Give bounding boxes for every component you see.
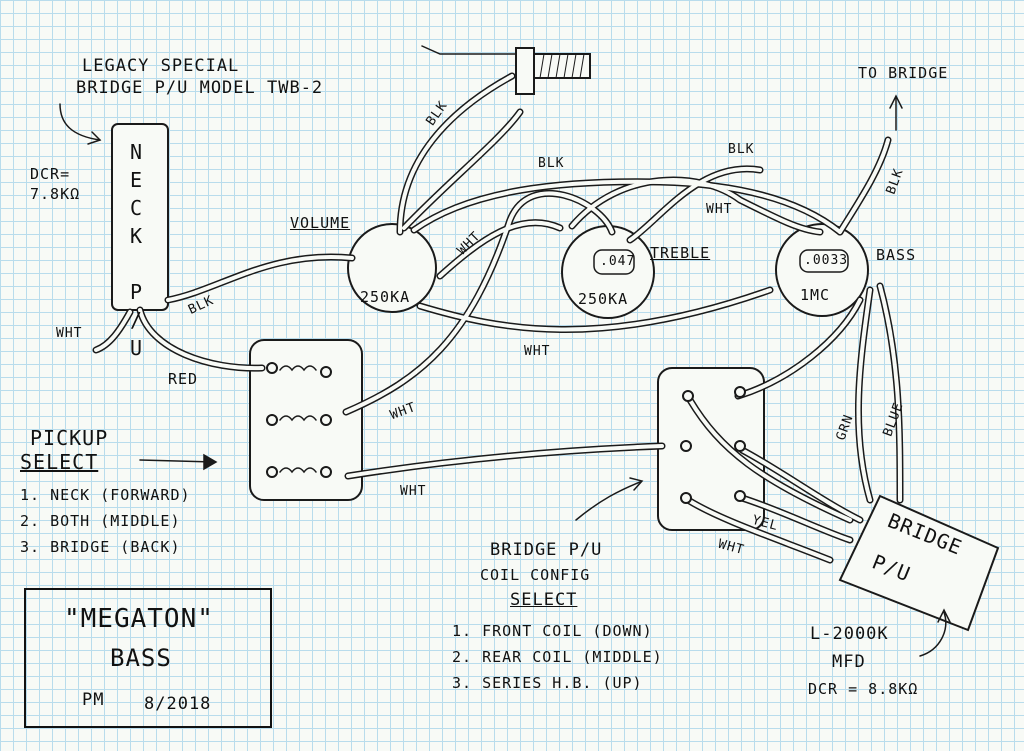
wire-label-blk-right-top: BLK xyxy=(728,142,755,157)
pickup-select-title-1: PICKUP xyxy=(30,426,109,450)
coil-select-title-1: BRIDGE P/U xyxy=(490,540,603,560)
bridge-pickup-body xyxy=(838,494,1000,632)
title-subtitle: BASS xyxy=(110,644,172,672)
header-line-2: BRIDGE P/U MODEL TWB-2 xyxy=(76,78,324,98)
coil-select-title-3: SELECT xyxy=(510,590,578,610)
coil-select-item-2: 2. REAR COIL (MIDDLE) xyxy=(452,648,663,666)
title-date: 8/2018 xyxy=(144,694,212,714)
pickup-select-item-1: 1. NECK (FORWARD) xyxy=(20,486,191,504)
treble-value: 250KA xyxy=(578,290,629,308)
pickup-select-switch xyxy=(249,339,363,501)
bridge-pickup-type: MFD xyxy=(832,652,866,672)
to-bridge-label: TO BRIDGE xyxy=(858,64,949,82)
bass-label: BASS xyxy=(876,246,917,264)
bridge-pickup-model: L-2000K xyxy=(810,624,889,644)
wire-label-blk-top: BLK xyxy=(538,156,565,171)
output-jack xyxy=(421,45,591,95)
title-block: "MEGATON" BASS PM 8/2018 xyxy=(24,588,272,728)
switch-coils xyxy=(279,365,317,474)
pickup-select-item-2: 2. BOTH (MIDDLE) xyxy=(20,512,181,530)
neck-pickup-dcr: DCR= 7.8KΩ xyxy=(30,165,81,203)
wire-label-wht-treble: WHT xyxy=(706,202,733,217)
header-line-1: LEGACY SPECIAL xyxy=(82,56,240,76)
bridge-pickup-dcr: DCR = 8.8KΩ xyxy=(808,680,919,698)
bass-capacitor xyxy=(799,249,849,273)
bass-cap-value: .0033 xyxy=(804,253,849,268)
volume-pot xyxy=(347,223,437,313)
neck-pickup-label: NECK P/U xyxy=(124,140,148,364)
wire-label-wht-mid: WHT xyxy=(524,344,551,359)
coil-select-title-2: COIL CONFIG xyxy=(480,566,591,584)
coil-select-item-3: 3. SERIES H.B. (UP) xyxy=(452,674,643,692)
wire-label-wht-switch-2: WHT xyxy=(400,484,427,499)
title-initials: PM xyxy=(82,690,105,710)
treble-capacitor xyxy=(593,249,635,275)
pickup-select-item-3: 3. BRIDGE (BACK) xyxy=(20,538,181,556)
volume-label: VOLUME xyxy=(290,214,351,232)
arrows xyxy=(59,94,951,657)
title-name: "MEGATON" xyxy=(64,604,214,634)
wire-label-red: RED xyxy=(168,370,199,388)
treble-cap-value: .047 xyxy=(600,254,636,269)
switch-lugs xyxy=(266,362,746,504)
coil-select-item-1: 1. FRONT COIL (DOWN) xyxy=(452,622,653,640)
treble-label: TREBLE xyxy=(650,244,711,262)
bass-value: 1MC xyxy=(800,286,831,304)
pickup-select-title-2: SELECT xyxy=(20,450,99,474)
volume-value: 250KA xyxy=(360,288,411,306)
wire-label-wht-neck: WHT xyxy=(56,326,83,341)
